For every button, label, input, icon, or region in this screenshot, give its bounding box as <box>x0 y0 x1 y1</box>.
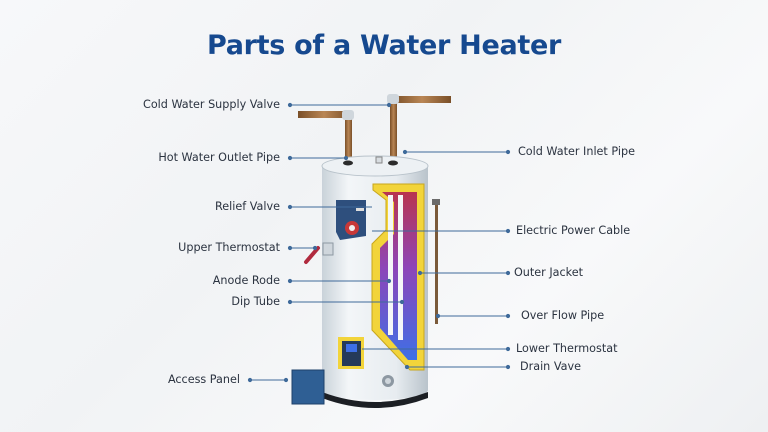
hot-water-pipe <box>298 110 354 162</box>
label-upper-thermostat: Upper Thermostat <box>178 241 280 254</box>
label-cold-water-supply-valve: Cold Water Supply Valve <box>143 98 280 111</box>
label-cold-water-inlet-pipe: Cold Water Inlet Pipe <box>518 145 635 158</box>
label-access-panel: Access Panel <box>167 373 240 386</box>
upper-thermostat-port <box>304 242 334 264</box>
leader-lines <box>247 102 511 383</box>
label-anode-rode: Anode Rode <box>212 274 280 287</box>
access-panel-cover <box>291 369 325 405</box>
label-dip-tube: Dip Tube <box>231 295 280 308</box>
drain-valve <box>382 375 394 387</box>
label-outer-jacket: Outer Jacket <box>514 266 583 279</box>
label-over-flow-pipe: Over Flow Pipe <box>521 309 605 322</box>
label-relief-valve: Relief Valve <box>215 200 280 213</box>
label-electric-power-cable: Electric Power Cable <box>516 224 631 237</box>
diagram-title: Parts of a Water Heater <box>206 30 562 61</box>
overflow-pipe <box>432 199 440 324</box>
label-drain-vave: Drain Vave <box>520 360 581 373</box>
label-hot-water-outlet-pipe: Hot Water Outlet Pipe <box>158 151 280 164</box>
upper-thermostat-compartment <box>336 200 366 240</box>
label-lower-thermostat: Lower Thermostat <box>516 342 618 355</box>
lower-thermostat-compartment <box>338 337 364 369</box>
cold-water-pipe <box>387 94 451 162</box>
